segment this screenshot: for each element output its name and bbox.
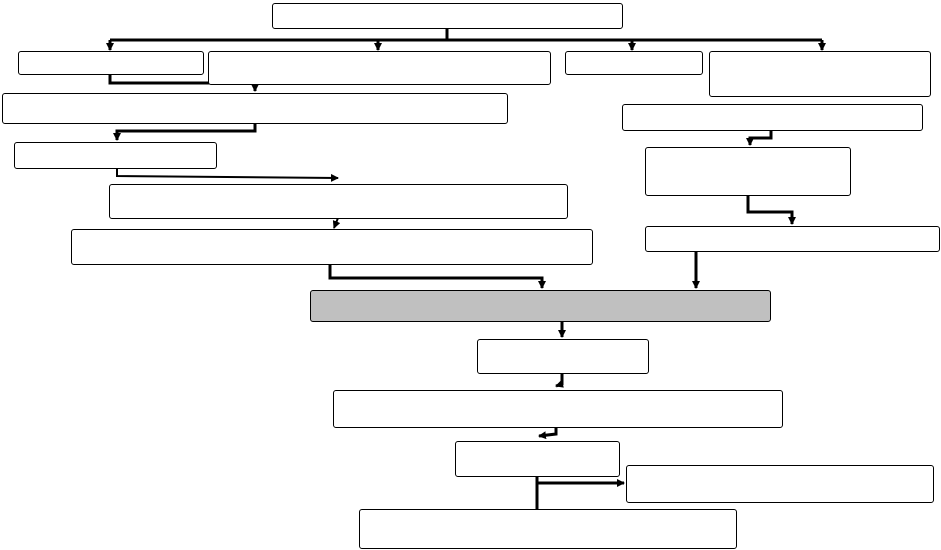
node-left-2 — [208, 51, 551, 85]
node-left-1 — [18, 51, 204, 75]
node-right-5 — [645, 226, 940, 252]
node-top — [272, 3, 623, 29]
arrow-center-4-to-center-5 — [538, 427, 558, 440]
arrow-right-3-to-right-4 — [746, 130, 773, 146]
arrow-center-1-to-center-2 — [332, 217, 341, 229]
arrow-left-1-to-wide-left — [108, 74, 259, 92]
connector-top-bus — [110, 28, 822, 42]
node-bottom — [359, 509, 737, 549]
arrow-wide-left-to-left-3 — [113, 123, 257, 141]
node-center-5 — [455, 441, 620, 477]
node-right-2 — [709, 51, 931, 97]
node-main-hub — [310, 290, 771, 322]
arrow-center-2-to-main-hub — [328, 264, 546, 289]
node-right-3 — [622, 104, 923, 131]
node-center-3 — [477, 339, 649, 374]
node-wide-left — [2, 93, 508, 124]
node-center-2 — [71, 229, 593, 265]
arrow-left-3-to-center-1 — [116, 168, 339, 182]
node-right-4 — [645, 147, 851, 196]
node-right-6 — [626, 465, 934, 503]
node-center-4 — [333, 390, 783, 428]
node-left-3 — [14, 142, 217, 169]
node-center-1 — [109, 184, 568, 219]
arrow-right-4-to-right-5 — [746, 195, 796, 225]
arrow-center-3-to-center-4 — [555, 373, 564, 388]
arrow-center-5-to-right-6 — [535, 476, 625, 487]
node-right-1 — [565, 51, 703, 75]
